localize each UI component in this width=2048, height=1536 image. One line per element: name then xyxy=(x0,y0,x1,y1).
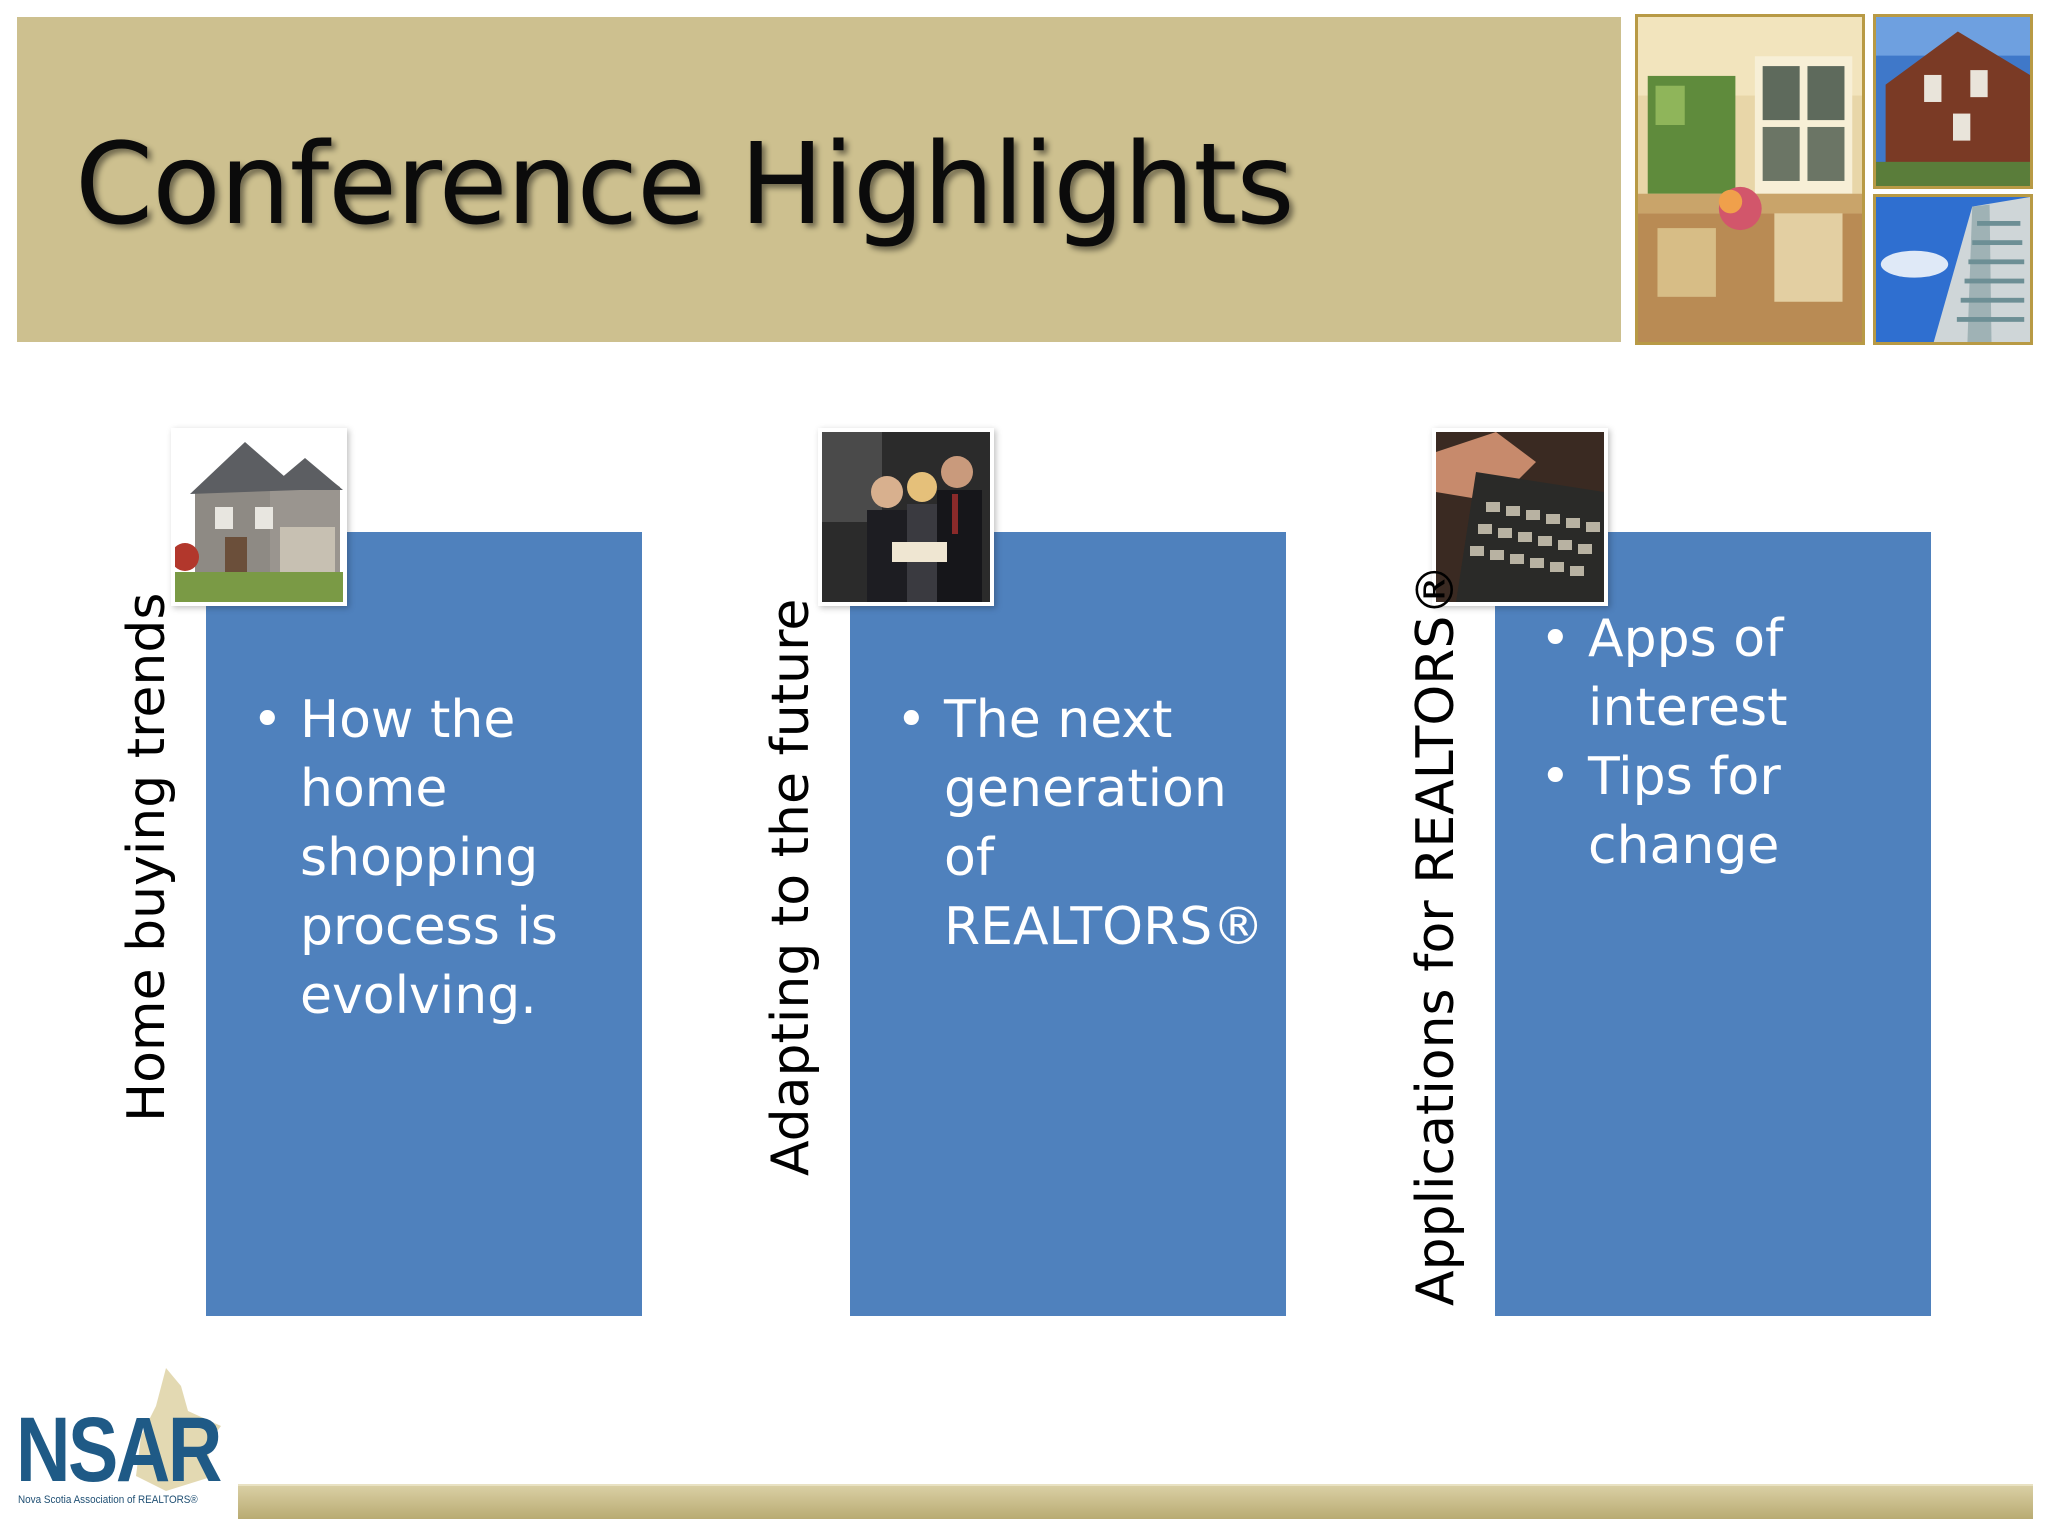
column-bullets-applications: •Apps of interest •Tips for change xyxy=(1540,605,1920,881)
list-item: •How the home shopping process is evolvi… xyxy=(252,690,558,1026)
column-panel-applications xyxy=(1495,532,1931,1316)
people-photo xyxy=(818,428,994,606)
list-item: •Apps of interest xyxy=(1540,609,1788,738)
footer-bar xyxy=(238,1484,2033,1519)
column-label-applications: Applications for REALTORS® xyxy=(1406,563,1466,1306)
house-photo xyxy=(171,428,347,606)
porch-photo xyxy=(1635,14,1865,345)
column-panel-home-buying xyxy=(206,532,642,1316)
nsar-logo: NSAR Nova Scotia Association of REALTORS… xyxy=(16,1366,226,1518)
column-bullets-adapting: •The next generation of REALTORS® xyxy=(896,686,1276,962)
column-label-adapting: Adapting to the future xyxy=(761,598,821,1176)
slide-title: Conference Highlights xyxy=(75,120,1295,250)
column-panel-adapting xyxy=(850,532,1286,1316)
list-item: •The next generation of REALTORS® xyxy=(896,690,1265,957)
column-label-home-buying: Home buying trends xyxy=(117,592,177,1122)
tower-photo xyxy=(1873,194,2033,345)
list-item: •Tips for change xyxy=(1540,747,1781,876)
title-band xyxy=(17,17,1621,342)
keyboard-photo xyxy=(1432,428,1608,606)
barn-photo xyxy=(1873,14,2033,189)
column-bullets-home-buying: •How the home shopping process is evolvi… xyxy=(252,686,612,1031)
